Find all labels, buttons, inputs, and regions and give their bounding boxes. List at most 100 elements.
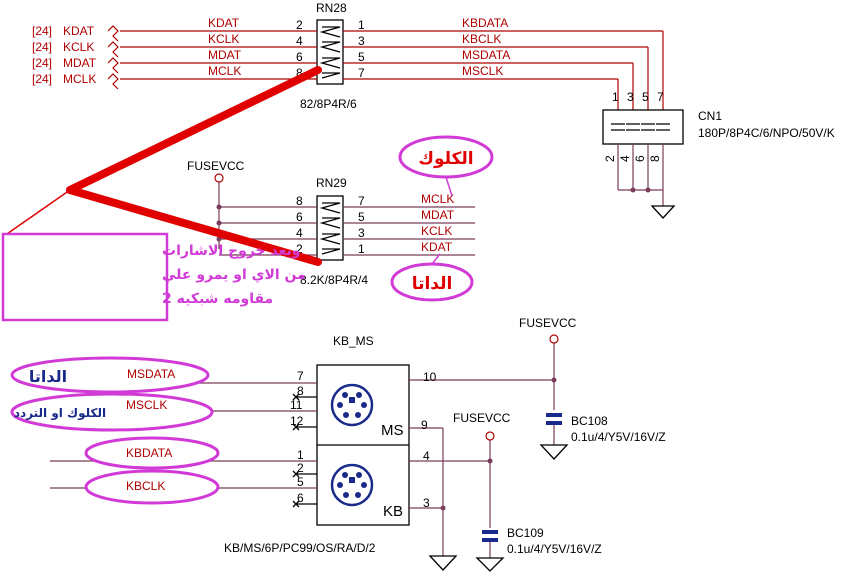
cn1-pin-b3: 6: [633, 155, 647, 162]
rn28-pin-l3: 6: [296, 50, 303, 64]
kbms-pin-5: 5: [297, 475, 304, 489]
kbms-pin-3: 3: [423, 496, 430, 510]
rn29-net-1: MCLK: [421, 192, 454, 206]
bc108-ref: BC108: [571, 414, 608, 428]
rn28-body: [316, 19, 344, 85]
bc109-value: 0.1u/4/Y5V/16V/Z: [507, 542, 602, 556]
rn28-net-r4: MSCLK: [462, 64, 503, 78]
note-line-3: مقاومه شبكيه 2: [162, 291, 273, 307]
kb-port-icon: [330, 463, 374, 507]
offpage-net-4: MCLK: [63, 72, 96, 86]
rn28-resistors: [319, 26, 341, 79]
rn29-pin-l1: 8: [296, 194, 303, 208]
bc109-power-pin: [485, 431, 495, 441]
kbms-pin-1: 1: [297, 448, 304, 462]
rn28-net-l1: KDAT: [208, 16, 240, 30]
kbms-pin-6: 6: [297, 491, 304, 505]
offpage-net-2: KCLK: [63, 40, 94, 54]
rn29-net-3: KCLK: [421, 224, 452, 238]
rn29-body: [316, 195, 344, 261]
rn28-pin-l1: 2: [296, 18, 303, 32]
offpage-sheet-2: [24]: [32, 40, 52, 54]
note-line-2: من الاي او يمرو علي: [162, 267, 306, 284]
annotation-note-box: وبعد خروج الاشارات من الاي او يمرو علي م…: [1, 232, 306, 322]
rn29-pin-l4: 2: [296, 242, 303, 256]
bc109-block: FUSEVCC BC109 0.1u/4/Y5V/16V/Z: [453, 411, 602, 572]
kbms-ref: KB_MS: [333, 334, 374, 348]
cn1-pin-t1: 1: [612, 90, 619, 104]
rn28-block: RN28 82/8P4R/6 2 4 6 8 1 3 5 7 KD: [120, 1, 664, 111]
annotation-kbclk: KBCLK: [84, 469, 220, 505]
bc109-plate-top: [482, 530, 498, 534]
data-mid-text: الداتا: [412, 274, 453, 294]
rn28-pin-l2: 4: [296, 34, 303, 48]
kbms-block: KB_MS MS KB: [50, 334, 554, 571]
bc108-power-label: FUSEVCC: [519, 316, 577, 330]
kbms-pin-2: 2: [297, 461, 304, 475]
rn28-net-l2: KCLK: [208, 32, 239, 46]
annotation-data-mid: الداتا: [390, 253, 474, 302]
rn28-pin-r2: 3: [358, 34, 365, 48]
cn1-pin-t4: 7: [657, 90, 664, 104]
data-left-text: الداتا: [29, 367, 67, 386]
kbms-value: KB/MS/6P/PC99/OS/RA/D/2: [224, 541, 376, 555]
kbms-pin-11: 11: [290, 398, 303, 412]
kbms-ground-symbol: [428, 555, 458, 571]
kbms-pin-4: 4: [423, 449, 430, 463]
offpage-sheet-3: [24]: [32, 56, 52, 70]
note-line-1: وبعد خروج الاشارات: [162, 243, 300, 259]
highlight-arrows: [3, 66, 322, 266]
rn28-net-l3: MDAT: [208, 48, 242, 62]
kbms-pin-12: 12: [290, 414, 304, 428]
bc108-power-pin: [549, 334, 559, 344]
cn1-pin-b4: 8: [648, 155, 662, 162]
bc109-ref: BC109: [507, 526, 544, 540]
clock-top-text: الكلوك: [418, 149, 473, 169]
offpage-net-3: MDAT: [63, 56, 97, 70]
kbms-pin-10: 10: [423, 370, 437, 384]
cn1-pin-b2: 4: [618, 155, 632, 162]
offpage-connectors: [24] [24] [24] [24] KDAT KCLK MDAT MCLK: [32, 24, 119, 90]
kbms-pin-7: 7: [297, 369, 304, 383]
cn1-value: 180P/8P4C/6/NPO/50V/K: [698, 126, 835, 140]
bc108-ground-symbol: [539, 444, 569, 460]
rn28-left-wires: [120, 30, 317, 80]
bc108-block: FUSEVCC BC108 0.1u/4/Y5V/16V/Z: [519, 316, 666, 460]
offpage-sheet-4: [24]: [32, 72, 52, 86]
bc109-plate-bottom: [482, 538, 498, 542]
rn29-pin-r3: 3: [358, 226, 365, 240]
cn1-ground-symbol: [650, 205, 676, 219]
kbms-right-wires: [409, 379, 554, 556]
cn1-block: 1 3 5 7 2 4 6 8 CN1 180P/8P4C/6/NPO/50V/…: [602, 90, 835, 219]
kbms-net-msdata: MSDATA: [127, 367, 175, 381]
rn28-net-l4: MCLK: [208, 64, 241, 78]
rn28-right-wires: [343, 30, 664, 110]
rn29-resistors: [319, 202, 341, 255]
cn1-pin-b1: 2: [603, 155, 617, 162]
kbms-pin-8: 8: [297, 384, 304, 398]
kbms-net-kbclk: KBCLK: [126, 479, 165, 493]
ms-port-icon: [330, 383, 374, 427]
rn29-block: FUSEVCC RN29 8 6 4 2 7 5 3 1 MCLK MDAT K…: [187, 159, 475, 287]
offpage-sheet-1: [24]: [32, 24, 52, 38]
rn29-pin-r1: 7: [358, 194, 365, 208]
cn1-bottom-wires: [617, 144, 664, 206]
ms-port-label: MS: [381, 422, 404, 439]
rn29-power-pin: [214, 173, 224, 183]
bc108-value: 0.1u/4/Y5V/16V/Z: [571, 430, 666, 444]
rn28-pin-l4: 8: [296, 66, 303, 80]
cn1-ref: CN1: [698, 109, 722, 123]
rn28-ref: RN28: [316, 1, 347, 15]
kb-port-label: KB: [383, 503, 403, 520]
clock-left-text: الكلوك او التردد: [14, 406, 106, 421]
rn29-pin-l3: 4: [296, 226, 303, 240]
rn29-power-label: FUSEVCC: [187, 159, 245, 173]
rn29-wires: [219, 206, 475, 256]
bc108-plate-bottom: [546, 421, 562, 425]
rn29-pin-r2: 5: [358, 210, 365, 224]
rn28-value: 82/8P4R/6: [300, 97, 357, 111]
bc109-power-label: FUSEVCC: [453, 411, 511, 425]
cn1-pin-t2: 3: [627, 90, 634, 104]
rn29-value: 8.2K/8P4R/4: [300, 273, 368, 287]
